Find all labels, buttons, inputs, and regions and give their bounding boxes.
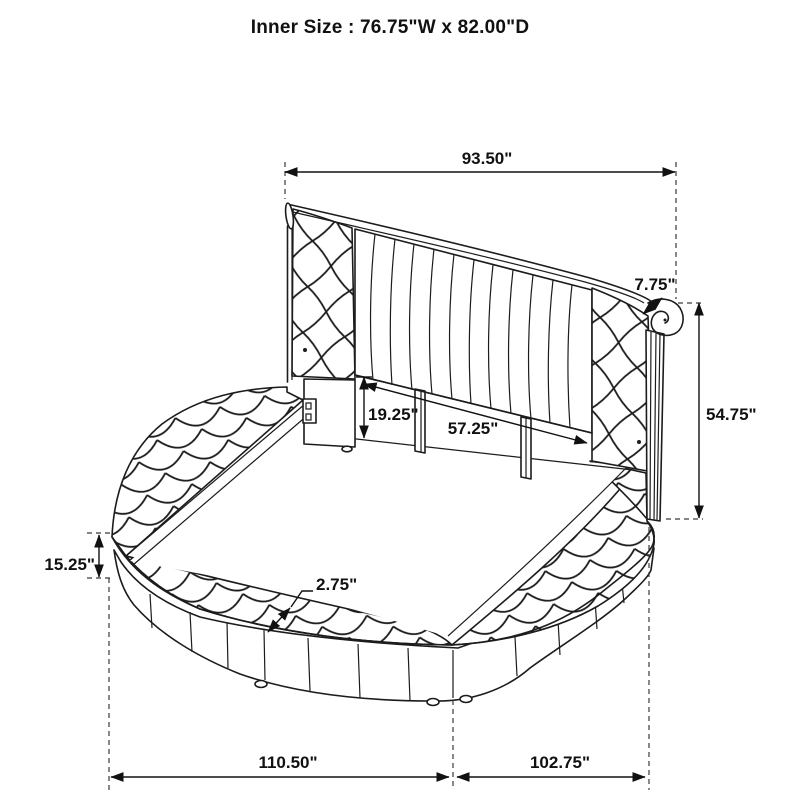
- dim-inner-width: 57.25": [363, 382, 588, 445]
- tufting-button: [303, 348, 307, 352]
- svg-text:7.75": 7.75": [634, 275, 675, 294]
- left-wing-panel: [291, 208, 356, 380]
- platform-skirt: [113, 547, 655, 707]
- dim-headboard-height: 54.75": [666, 302, 757, 520]
- bed-feet: [254, 679, 473, 707]
- headboard-top-edge: [286, 203, 653, 303]
- dimension-annotations: 93.50" 7.75" 54.75" 19.25" 57.25": [44, 149, 757, 790]
- svg-text:110.50": 110.50": [258, 753, 317, 772]
- post-foot: [341, 445, 353, 453]
- svg-text:57.25": 57.25": [448, 419, 499, 438]
- dim-side-height: 15.25": [44, 532, 112, 579]
- scroll-spiral: [647, 298, 684, 337]
- svg-text:54.75": 54.75": [706, 405, 757, 424]
- dim-roll-thickness: 7.75": [634, 275, 702, 315]
- deck-right-rail: [447, 463, 631, 637]
- headboard: [284, 202, 684, 522]
- dim-overall-depth: 102.75": [456, 527, 650, 790]
- page-title: Inner Size : 76.75"W x 82.00"D: [251, 17, 530, 38]
- mattress-deck: [125, 403, 634, 637]
- headboard-scroll: [645, 298, 684, 522]
- svg-text:2.75": 2.75": [316, 575, 357, 594]
- dim-overall-width: 110.50": [108, 578, 454, 790]
- headboard-top-roll-line: [292, 211, 645, 304]
- deck-left-rail: [125, 403, 310, 566]
- rim-lip-edge: [111, 521, 655, 646]
- svg-text:102.75": 102.75": [530, 753, 590, 772]
- dim-headboard-width: 93.50": [284, 149, 677, 299]
- channel-tufted-panel: [354, 228, 593, 434]
- svg-text:93.50": 93.50": [462, 149, 513, 168]
- skirt-outline: [113, 547, 655, 702]
- svg-text:19.25": 19.25": [368, 405, 419, 424]
- headboard-post: [302, 378, 356, 453]
- headboard-left-edge: [284, 202, 295, 383]
- right-wing-panel: [591, 287, 654, 473]
- tufted-rim: [111, 386, 655, 646]
- round-bed-drawing: [111, 386, 655, 707]
- dim-rim-lip: 2.75": [267, 575, 357, 633]
- svg-text:15.25": 15.25": [44, 555, 95, 574]
- tufting-button: [637, 440, 641, 444]
